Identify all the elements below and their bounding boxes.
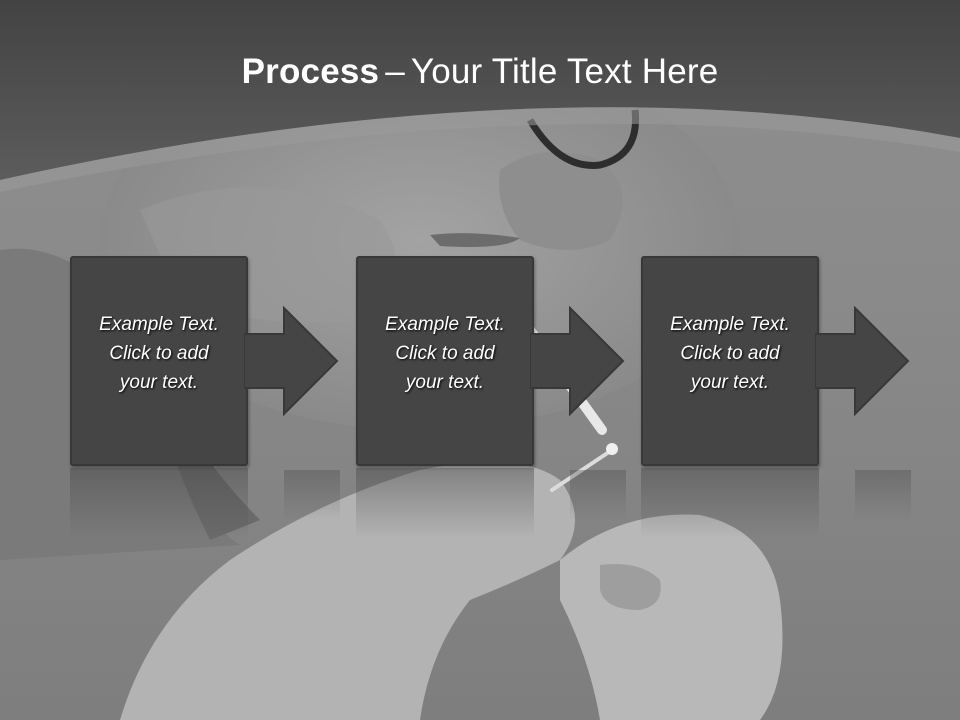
step-1-reflection bbox=[70, 468, 248, 538]
step-3-reflection bbox=[641, 468, 819, 538]
title-bold: Process bbox=[241, 52, 380, 91]
step-2-arrow-reflection bbox=[570, 470, 626, 520]
step-2-reflection bbox=[356, 468, 534, 538]
step-3-line-2: Click to add bbox=[680, 343, 780, 364]
step-3-text[interactable]: Example Text. Click to add your text. bbox=[643, 310, 817, 397]
step-2-line-2: Click to add bbox=[395, 343, 495, 364]
step-2-line-1: Example Text. bbox=[385, 314, 505, 335]
header-band bbox=[0, 0, 960, 180]
title-rest: Your Title Text Here bbox=[410, 52, 719, 91]
step-1-text[interactable]: Example Text. Click to add your text. bbox=[72, 310, 246, 397]
glasses bbox=[526, 109, 640, 169]
step-2-text[interactable]: Example Text. Click to add your text. bbox=[358, 310, 532, 397]
process-step-2[interactable]: Example Text. Click to add your text. bbox=[356, 256, 534, 466]
step-3-line-3: your text. bbox=[690, 372, 770, 393]
process-step-3[interactable]: Example Text. Click to add your text. bbox=[641, 256, 819, 466]
step-3-arrow bbox=[815, 306, 910, 416]
slide-title[interactable]: Process–Your Title Text Here bbox=[0, 52, 960, 92]
hand-left bbox=[120, 462, 575, 720]
step-3-line-1: Example Text. bbox=[670, 314, 790, 335]
step-1-arrow bbox=[244, 306, 339, 416]
hand-right bbox=[560, 514, 783, 720]
step-2-arrow bbox=[530, 306, 625, 416]
title-dash: – bbox=[385, 52, 405, 91]
step-1-line-2: Click to add bbox=[109, 343, 209, 364]
step-1-line-3: your text. bbox=[119, 372, 199, 393]
step-3-arrow-reflection bbox=[855, 470, 911, 520]
match bbox=[550, 448, 614, 492]
process-step-1[interactable]: Example Text. Click to add your text. bbox=[70, 256, 248, 466]
step-2-line-3: your text. bbox=[405, 372, 485, 393]
step-1-line-1: Example Text. bbox=[99, 314, 219, 335]
step-1-arrow-reflection bbox=[284, 470, 340, 520]
